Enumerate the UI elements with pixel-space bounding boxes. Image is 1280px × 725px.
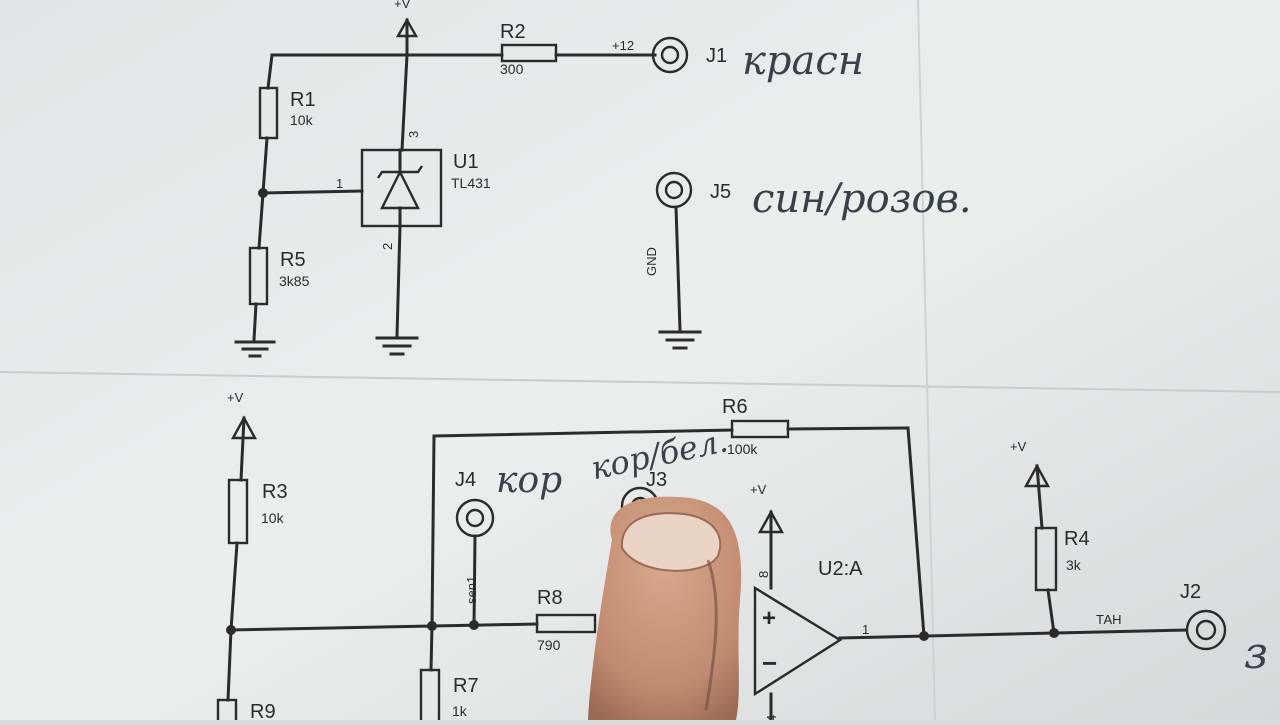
j4-ref: J4 — [455, 469, 476, 491]
r8-ref: R8 — [537, 587, 563, 609]
connector-j1 — [651, 36, 689, 74]
u1-pin-1: 1 — [336, 176, 343, 191]
wire-node-to-r5 — [257, 191, 265, 250]
j2-ref: J2 — [1180, 581, 1201, 603]
r4-ref: R4 — [1064, 528, 1090, 550]
j2-handwritten-note: з — [1244, 628, 1268, 679]
r2-value: 300 — [500, 61, 524, 77]
r7-value: 1k — [452, 703, 468, 719]
r5-value: 3k85 — [279, 273, 310, 289]
paper-fold-vertical — [917, 0, 936, 721]
supply-arrow-left — [230, 415, 258, 482]
ground-symbol-u1 — [375, 336, 419, 356]
r3-ref: R3 — [262, 481, 288, 503]
u2-pin-1: 1 — [862, 622, 869, 637]
j4-net-label: sen1 — [464, 576, 479, 604]
wire-opamp-output — [838, 628, 1188, 640]
zener-diode-symbol — [377, 148, 423, 228]
j5-net-label: GND — [644, 247, 659, 276]
resistor-r8 — [535, 613, 597, 634]
supply-label-right: +V — [1010, 439, 1027, 454]
ground-symbol-j5 — [658, 330, 702, 350]
wire-main-bus — [229, 622, 539, 632]
wire-r7-down — [429, 624, 434, 672]
junction-output-node — [919, 631, 929, 641]
opamp-u2a-body — [753, 585, 843, 697]
u2-pin-8: 8 — [756, 571, 771, 578]
j1-ref: J1 — [706, 45, 727, 67]
resistor-r5 — [248, 246, 269, 306]
resistor-r7 — [419, 668, 441, 725]
wire-r4-down — [1046, 588, 1056, 635]
u1-pin-2: 2 — [380, 243, 395, 250]
opamp-minus-sign: − — [762, 648, 777, 678]
j3-ref: J3 — [646, 469, 667, 491]
j5-handwritten-note: син/розов. — [752, 176, 972, 222]
resistor-r4 — [1034, 526, 1058, 592]
wire-u1-cathode — [400, 53, 409, 152]
supply-label-opamp: +V — [750, 482, 767, 497]
j1-net-label: +12 — [612, 38, 634, 53]
wire-feedback-right — [906, 426, 926, 638]
wire-r5-to-ground — [252, 302, 258, 342]
connector-j2 — [1185, 609, 1227, 651]
wire-feedback-left — [430, 434, 436, 628]
wire-feedback-top — [432, 428, 734, 438]
finger-occlusion — [588, 496, 742, 720]
r8-value: 790 — [537, 637, 561, 653]
wire-j5-to-ground — [674, 205, 682, 332]
ground-symbol-r5 — [234, 340, 276, 358]
resistor-r9 — [216, 698, 238, 725]
supply-arrow-top — [395, 17, 419, 57]
connector-j5 — [655, 171, 693, 209]
wire-r1-left — [266, 53, 274, 90]
paper-fold — [0, 371, 1280, 393]
wire-u1-to-ground — [395, 224, 402, 338]
opamp-plus-sign: + — [762, 605, 776, 632]
j5-ref: J5 — [710, 181, 731, 203]
supply-arrow-opamp — [757, 509, 785, 590]
supply-label-left: +V — [227, 390, 244, 405]
r5-ref: R5 — [280, 249, 306, 271]
j2-net-label: ТАН — [1096, 612, 1122, 627]
r7-ref: R7 — [453, 675, 479, 697]
r2-ref: R2 — [500, 21, 526, 43]
wire-node-to-u1 — [261, 189, 364, 195]
r1-value: 10k — [290, 112, 314, 128]
r4-value: 3k — [1066, 557, 1082, 573]
wire-r3-down — [229, 541, 239, 632]
wire-r1-to-node — [261, 136, 269, 195]
wire-j4-to-bus — [472, 534, 477, 627]
u1-ref: U1 — [453, 151, 479, 173]
r6-value: 100k — [727, 441, 758, 457]
r1-ref: R1 — [290, 89, 316, 111]
u1-pin-3: 3 — [406, 131, 421, 138]
u1-part: TL431 — [451, 175, 491, 191]
r6-ref: R6 — [722, 396, 748, 418]
j1-handwritten-note: красн — [742, 38, 864, 84]
wire-feedback-top-right — [786, 426, 910, 431]
j4-handwritten-note: кор — [496, 460, 562, 501]
u2-ref: U2:A — [818, 558, 863, 580]
r9-ref: R9 — [250, 701, 276, 720]
wire-r9-up — [226, 628, 233, 702]
supply-arrow-right — [1023, 463, 1051, 530]
r3-value: 10k — [261, 510, 285, 526]
supply-label-top: +V — [394, 0, 411, 11]
resistor-r2 — [500, 43, 558, 63]
